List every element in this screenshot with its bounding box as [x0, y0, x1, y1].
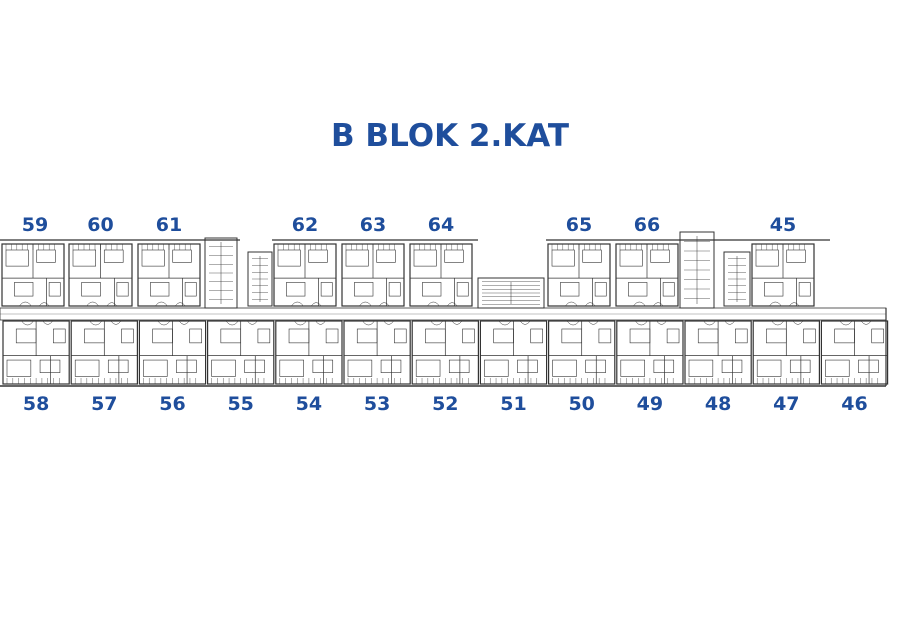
- unit-64[interactable]: [409, 243, 473, 307]
- unit-label-66[interactable]: 66: [633, 214, 661, 236]
- unit-label-49[interactable]: 49: [636, 393, 664, 415]
- unit-label-50[interactable]: 50: [568, 393, 595, 415]
- unit-label-62[interactable]: 62: [291, 214, 319, 236]
- unit-label-65[interactable]: 65: [565, 214, 593, 236]
- unit-label-58[interactable]: 58: [22, 393, 50, 415]
- unit-57[interactable]: [70, 320, 138, 385]
- unit-label-63[interactable]: 63: [359, 214, 387, 236]
- unit-label-54[interactable]: 54: [295, 393, 323, 415]
- unit-45[interactable]: [751, 243, 815, 307]
- stair-core: [679, 231, 715, 309]
- unit-51[interactable]: [479, 320, 548, 385]
- unit-label-60[interactable]: 60: [87, 214, 114, 236]
- unit-65[interactable]: [547, 243, 611, 307]
- unit-label-57[interactable]: 57: [91, 393, 118, 415]
- stair-core: [477, 277, 545, 309]
- unit-label-52[interactable]: 52: [432, 393, 459, 415]
- unit-46[interactable]: [820, 320, 889, 385]
- unit-59[interactable]: [1, 243, 65, 307]
- unit-62[interactable]: [273, 243, 337, 307]
- unit-label-45[interactable]: 45: [769, 214, 797, 236]
- unit-66[interactable]: [615, 243, 679, 307]
- unit-54[interactable]: [275, 320, 343, 385]
- unit-49[interactable]: [616, 320, 684, 385]
- unit-63[interactable]: [341, 243, 405, 307]
- unit-53[interactable]: [343, 320, 411, 385]
- unit-47[interactable]: [752, 320, 821, 385]
- stair-core: [247, 251, 273, 307]
- unit-label-48[interactable]: 48: [704, 393, 732, 415]
- unit-label-46[interactable]: 46: [841, 393, 868, 415]
- unit-label-47[interactable]: 47: [773, 393, 800, 415]
- unit-52[interactable]: [411, 320, 480, 385]
- unit-label-59[interactable]: 59: [21, 214, 49, 236]
- unit-55[interactable]: [207, 320, 275, 385]
- unit-61[interactable]: [137, 243, 201, 307]
- unit-50[interactable]: [547, 320, 616, 385]
- unit-56[interactable]: [138, 320, 207, 385]
- unit-label-53[interactable]: 53: [363, 393, 391, 415]
- unit-60[interactable]: [68, 243, 133, 307]
- unit-58[interactable]: [2, 320, 70, 385]
- floor-plan-drawing: [0, 231, 889, 387]
- unit-label-56[interactable]: 56: [159, 393, 186, 415]
- floor-title: B BLOK 2.KAT: [331, 118, 569, 154]
- unit-48[interactable]: [684, 320, 752, 385]
- stair-core: [723, 251, 751, 307]
- unit-label-61[interactable]: 61: [155, 214, 183, 236]
- unit-label-64[interactable]: 64: [427, 214, 455, 236]
- unit-label-51[interactable]: 51: [500, 393, 527, 415]
- unit-label-55[interactable]: 55: [227, 393, 254, 415]
- stair-core: [204, 237, 238, 309]
